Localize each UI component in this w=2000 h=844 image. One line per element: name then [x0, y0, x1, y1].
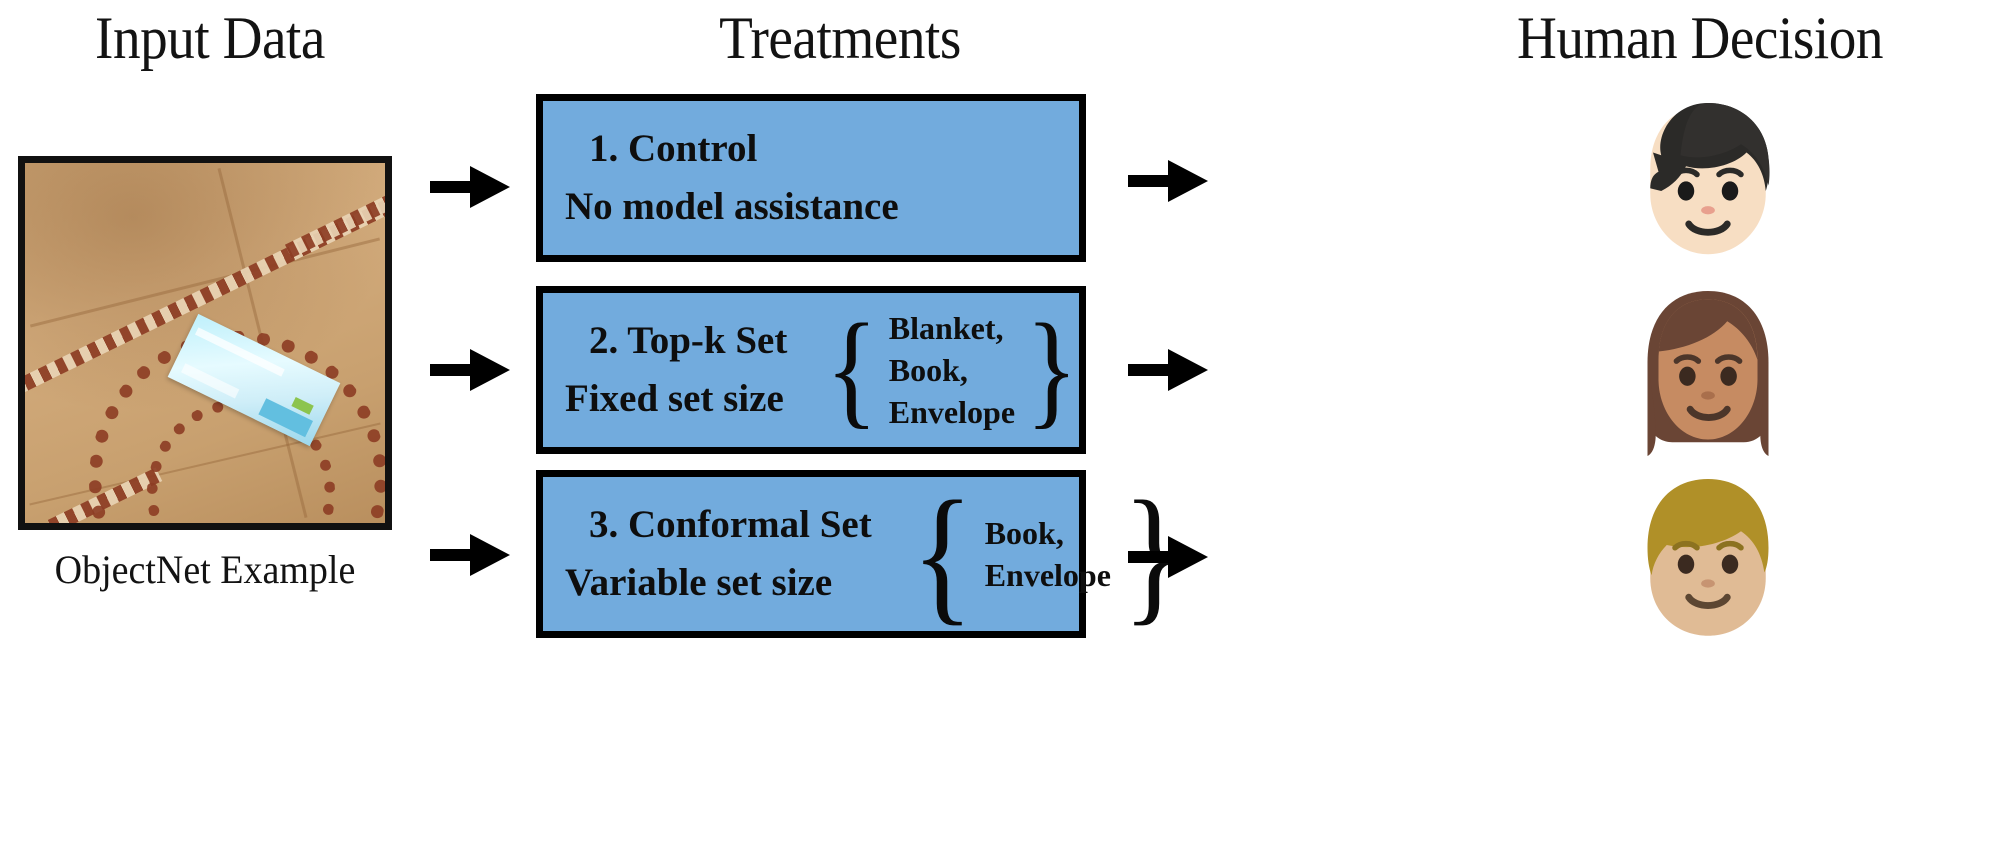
objectnet-example-image	[18, 156, 392, 530]
arrow-input-to-control	[430, 166, 510, 208]
person-emoji-dark-hair-light-skin	[1620, 92, 1796, 268]
woman-emoji-svg	[1647, 291, 1769, 456]
prediction-set-item: Envelope	[888, 394, 1016, 431]
arrow-head	[470, 349, 510, 391]
arrow-shaft	[430, 364, 478, 376]
treatment-subtitle: No model assistance	[565, 185, 899, 228]
arrow-shaft	[1128, 175, 1176, 187]
treatment-text-topk: 2. Top-k Set Fixed set size	[543, 317, 787, 422]
person-emoji-blond-hair-light-skin	[1620, 468, 1796, 644]
prediction-set-items: Book, Envelope	[979, 512, 1117, 596]
input-data-panel: ObjectNet Example	[18, 156, 396, 593]
treatment-box-conformal: 3. Conformal Set Variable set size { Boo…	[536, 469, 1184, 638]
woman-emoji-brown-hair-medium-skin	[1620, 280, 1796, 456]
arrow-head	[1168, 160, 1208, 202]
prediction-set-item: Book,	[984, 514, 1064, 551]
blond-person-emoji-svg	[1647, 479, 1769, 636]
treatment-title: 2. Top-k Set	[589, 319, 788, 363]
column-header-input-data: Input Data	[95, 5, 325, 71]
arrow-head	[470, 534, 510, 576]
arrow-head	[1168, 349, 1208, 391]
treatment-subtitle: Variable set size	[565, 561, 833, 604]
arrow-input-to-conformal	[430, 534, 510, 576]
column-headers: Input Data Treatments Human Decision	[0, 0, 2000, 86]
arrow-topk-to-human	[1128, 349, 1208, 391]
prediction-set-topk: { Blanket, Book, Envelope }	[821, 298, 1082, 441]
arrow-shaft	[430, 181, 478, 193]
right-curly-brace: }	[1025, 298, 1078, 441]
treatment-title: 1. Control	[589, 127, 758, 171]
prediction-set-item: Blanket,	[888, 309, 1004, 346]
treatment-text-control: 1. Control No model assistance	[543, 125, 899, 230]
arrow-head	[470, 166, 510, 208]
arrow-conformal-to-human	[1128, 536, 1208, 578]
prediction-set-items: Blanket, Book, Envelope	[883, 307, 1021, 434]
person-emoji-svg	[1650, 103, 1770, 255]
left-curly-brace: {	[911, 469, 974, 638]
input-image-caption: ObjectNet Example	[54, 547, 356, 592]
arrow-head	[1168, 536, 1208, 578]
arrow-input-to-topk	[430, 349, 510, 391]
treatment-box-control: 1. Control No model assistance	[536, 94, 1086, 262]
column-header-treatments: Treatments	[719, 5, 961, 71]
arrow-shaft	[1128, 551, 1176, 563]
prediction-set-item: Envelope	[984, 556, 1111, 593]
treatment-box-topk: 2. Top-k Set Fixed set size { Blanket, B…	[536, 286, 1086, 454]
prediction-set-item: Book,	[888, 351, 968, 388]
arrow-shaft	[1128, 364, 1176, 376]
treatment-subtitle: Fixed set size	[565, 377, 784, 420]
arrow-control-to-human	[1128, 160, 1208, 202]
treatment-title: 3. Conformal Set	[589, 503, 872, 547]
column-header-human-decision: Human Decision	[1516, 5, 1884, 71]
left-curly-brace: {	[825, 298, 879, 441]
arrow-shaft	[430, 549, 478, 561]
treatment-text-conformal: 3. Conformal Set Variable set size	[543, 501, 872, 606]
